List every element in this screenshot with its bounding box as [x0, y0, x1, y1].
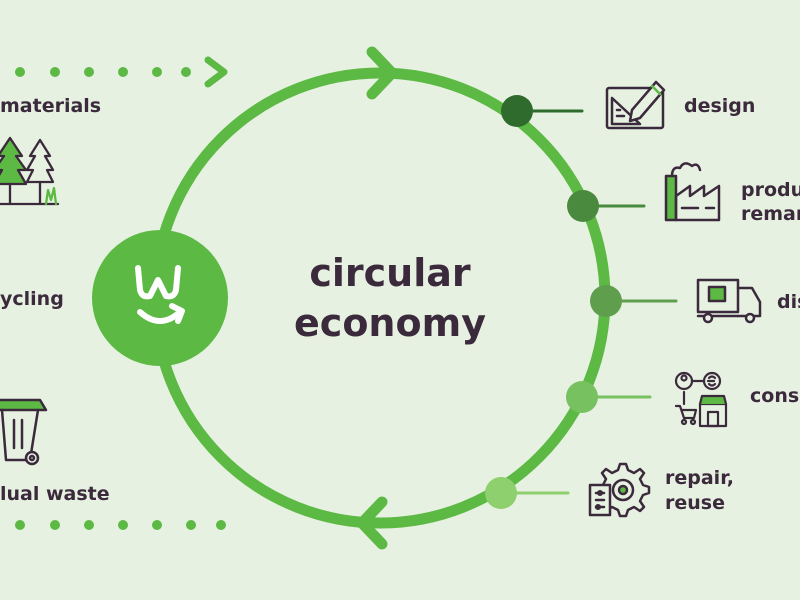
- input-chevron-icon: [204, 56, 228, 88]
- dotted-input-line: [15, 67, 191, 77]
- consumer-cart-shop-icon: [674, 371, 728, 428]
- stage-label-production-line2: remar: [741, 203, 800, 225]
- dotted-output-line: [15, 520, 226, 530]
- stage-dot-design: [501, 95, 533, 127]
- diagram-title-line1: circular: [309, 251, 471, 295]
- design-ruler-pencil-icon: [605, 80, 666, 130]
- gear-repair-icon: [588, 462, 651, 518]
- stage-label-production-line1: produ: [741, 179, 800, 201]
- stage-dot-distribution: [590, 285, 622, 317]
- logo-icon: [135, 265, 185, 324]
- ring-arrow-bottom-icon: [356, 496, 388, 550]
- diagram-title-line2: economy: [294, 301, 486, 345]
- left-label-recycling: ycling: [0, 288, 64, 310]
- stage-label-distribution: dis: [777, 291, 800, 313]
- left-label-materials: materials: [0, 95, 102, 117]
- stage-label-repair-line1: repair,: [665, 467, 734, 489]
- delivery-truck-icon: [696, 278, 762, 324]
- logo-circle: [92, 230, 228, 366]
- stage-dot-production: [567, 190, 599, 222]
- stage-label-repair-line2: reuse: [665, 492, 725, 514]
- left-label-residual-waste: lual waste: [0, 483, 110, 505]
- ring-arrow-top-icon: [366, 46, 398, 100]
- stage-label-consumption: consu: [750, 385, 800, 407]
- stage-dot-consumption: [566, 381, 598, 413]
- stage-dot-repair: [485, 477, 517, 509]
- stage-connectors: [512, 109, 678, 495]
- trees-icon: [0, 136, 60, 206]
- stage-label-design: design: [684, 95, 756, 117]
- factory-icon: [664, 162, 721, 222]
- waste-bin-icon: [0, 398, 48, 466]
